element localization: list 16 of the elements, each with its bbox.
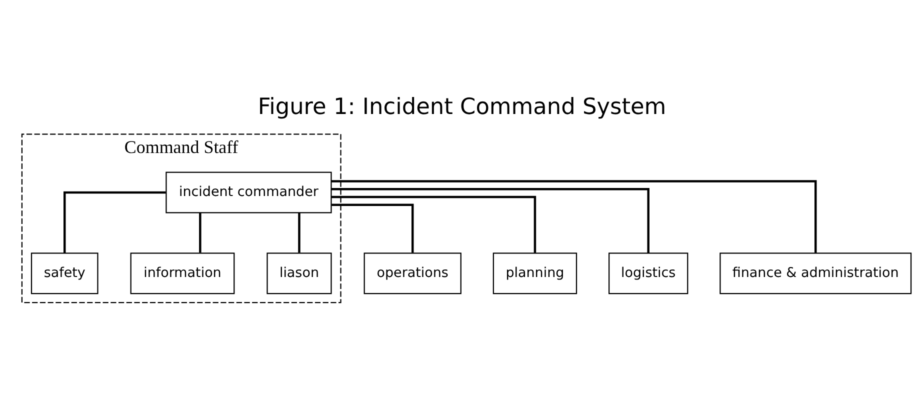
- node-box: information: [130, 252, 235, 294]
- connector: [331, 180, 817, 253]
- node-box: finance & administration: [720, 252, 912, 294]
- node-box: incident commander: [166, 172, 332, 214]
- node-box: liason: [266, 252, 332, 294]
- node-box: logistics: [608, 252, 688, 294]
- connector: [298, 212, 300, 253]
- connector: [332, 196, 536, 253]
- node-box: operations: [364, 252, 462, 294]
- connector: [332, 204, 414, 253]
- diagram-title: Figure 1: Incident Command System: [258, 94, 666, 120]
- connector: [332, 188, 650, 253]
- node-box: planning: [492, 252, 578, 294]
- connector: [199, 212, 202, 253]
- connector: [64, 191, 166, 253]
- node-box: safety: [30, 252, 98, 294]
